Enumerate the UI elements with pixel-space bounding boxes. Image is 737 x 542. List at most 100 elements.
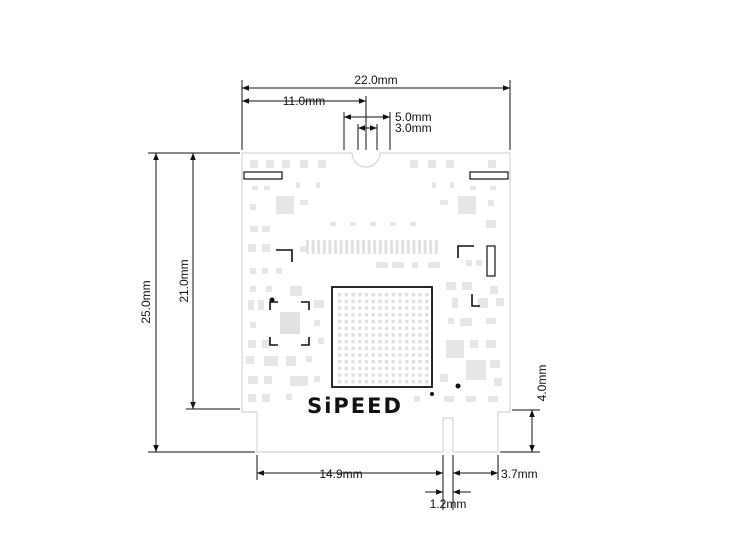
chip-ball: [364, 326, 369, 330]
chip-ball: [391, 326, 395, 330]
chip-ball: [418, 313, 422, 317]
chip-ball: [384, 339, 389, 344]
chip-ball: [351, 366, 355, 371]
component-pad: [490, 360, 500, 368]
chip-ball: [344, 326, 349, 330]
connector-vertical: [486, 245, 496, 277]
chip-ball: [384, 293, 389, 297]
chip-ball: [425, 313, 429, 317]
chip-ball: [411, 326, 416, 330]
chip-ball: [338, 339, 342, 344]
chip-ball: [391, 360, 395, 364]
component-pad: [282, 160, 290, 168]
component-pad: [300, 160, 308, 168]
strip-pin: [356, 240, 360, 254]
component-pad: [250, 322, 256, 328]
chip-ball: [418, 293, 422, 297]
component-pad: [486, 318, 496, 324]
component-pad: [428, 262, 440, 268]
chip-ball: [364, 306, 369, 310]
chip-ball: [378, 326, 382, 330]
component-pad: [262, 394, 270, 402]
corner-mark-left: [276, 249, 293, 262]
chip-ball: [398, 326, 402, 330]
chip-ball: [384, 346, 389, 350]
chip-ball: [378, 293, 382, 297]
label-pin-gap: 1.2mm: [430, 497, 467, 511]
chip-ball: [405, 346, 409, 350]
strip-pin: [390, 240, 393, 254]
chip-ball: [358, 319, 362, 324]
strip-pin: [418, 240, 421, 254]
component-pad: [486, 340, 496, 348]
mounting-slot-left: [243, 171, 283, 180]
chip-ball: [398, 339, 402, 344]
strip-pin: [406, 240, 410, 254]
component-pad: [410, 160, 418, 168]
component-pad: [264, 376, 272, 384]
chip-ball: [351, 319, 355, 324]
chip-ball: [344, 299, 349, 304]
chip-ball: [351, 373, 355, 377]
component-pad: [440, 374, 448, 382]
component-pad: [248, 394, 256, 402]
chip-ball: [411, 299, 416, 304]
component-pad: [316, 182, 320, 188]
strip-pin: [334, 240, 337, 254]
chip-ball: [378, 353, 382, 357]
chip-ball: [391, 293, 395, 297]
chip-ball: [405, 366, 409, 371]
component-pad: [488, 396, 498, 402]
chip-ball: [378, 313, 382, 317]
corner-mark-small: [471, 294, 480, 307]
chip-ball: [358, 306, 362, 310]
chip-ball: [384, 326, 389, 330]
connector-strip: [306, 240, 438, 254]
component-pad: [460, 318, 472, 326]
chip-ball: [371, 333, 375, 337]
component-pad: [428, 160, 436, 168]
chip-ball: [364, 293, 369, 297]
chip-ball: [371, 353, 375, 357]
chip-ball: [391, 319, 395, 324]
strip-pin: [434, 240, 438, 254]
chip-ball: [351, 346, 355, 350]
label-pin-left: 14.9mm: [319, 467, 362, 481]
strip-pin: [373, 240, 377, 254]
chip-ball: [351, 380, 355, 384]
chip-ball: [364, 353, 369, 357]
chip-ball: [371, 339, 375, 344]
qfn-pin1-dot: [269, 297, 275, 303]
chip-ball: [405, 353, 409, 357]
chip-ball: [358, 326, 362, 330]
chip-ball: [338, 366, 342, 371]
chip-ball: [371, 346, 375, 350]
chip-ball: [398, 366, 402, 371]
chip-ball: [371, 306, 375, 310]
chip-ball: [384, 353, 389, 357]
chip-ball: [351, 360, 355, 364]
chip-ball: [384, 333, 389, 337]
component-pad: [494, 378, 502, 386]
chip-ball: [391, 306, 395, 310]
component-pad: [446, 160, 454, 168]
fiducial-dot-1: [455, 383, 461, 389]
chip-ball: [425, 293, 429, 297]
chip-ball: [371, 366, 375, 371]
chip-ball: [338, 299, 342, 304]
chip-ball: [344, 313, 349, 317]
component-pad: [476, 260, 482, 266]
chip-ball: [351, 333, 355, 337]
chip-ball: [391, 366, 395, 371]
chip-ball: [405, 380, 409, 384]
chip-ball: [364, 319, 369, 324]
chip-ball: [405, 360, 409, 364]
strip-pin: [317, 240, 321, 254]
chip-ball: [398, 333, 402, 337]
chip-ball: [391, 380, 395, 384]
label-pin-right: 3.7mm: [501, 467, 538, 481]
chip-ball: [391, 373, 395, 377]
chip-ball: [405, 339, 409, 344]
component-pad: [478, 298, 488, 308]
